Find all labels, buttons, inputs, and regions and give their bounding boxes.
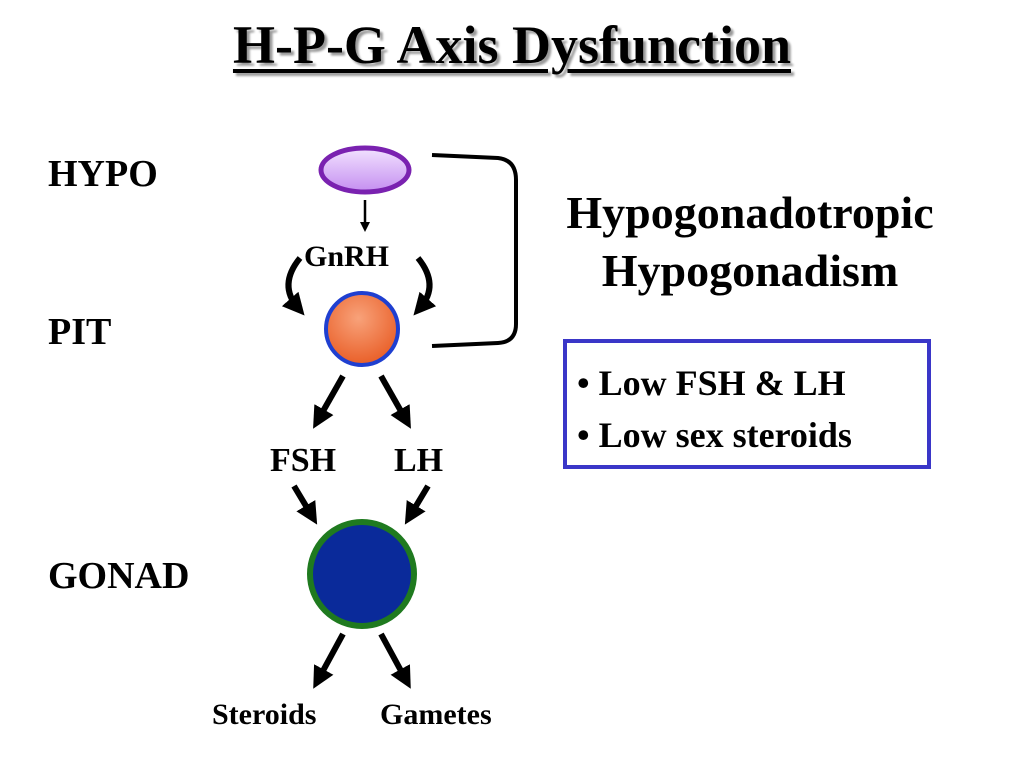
fsh-to-gonad-arrow [291, 484, 318, 525]
lh-label: LH [394, 442, 444, 479]
steroids-label: Steroids [212, 698, 317, 731]
slide-title: H-P-G Axis Dysfunction [232, 15, 792, 75]
hypothalamus-shape [318, 145, 412, 195]
gnrh-left-curved-arrow [281, 256, 305, 316]
fsh-label: FSH [270, 442, 337, 479]
findings-box: • Low FSH & LH • Low sex steroids [563, 339, 931, 469]
finding-item: • Low FSH & LH [577, 363, 846, 403]
gnrh-right-curved-arrow [413, 256, 437, 316]
gonad-to-steroids-arrow [313, 632, 346, 689]
hypo-pit-bracket [431, 153, 518, 348]
pit-to-lh-arrow [378, 374, 411, 429]
gonad-shape [307, 519, 417, 629]
lh-to-gonad-arrow [404, 484, 431, 525]
pit-to-fsh-arrow [313, 374, 346, 429]
finding-item: • Low sex steroids [577, 415, 852, 455]
gonad-to-gametes-arrow [378, 632, 411, 689]
condition-line-2: Hypogonadism [601, 245, 899, 296]
condition-line-1: Hypogonadotropic [566, 187, 934, 238]
gametes-label: Gametes [380, 698, 492, 731]
gonad-label: GONAD [48, 555, 190, 597]
hypo-label: HYPO [48, 153, 158, 195]
gnrh-label: GnRH [304, 240, 390, 273]
condition-title: Hypogonadotropic Hypogonadism [500, 184, 1000, 300]
pit-label: PIT [48, 311, 112, 353]
pituitary-shape [324, 291, 400, 367]
